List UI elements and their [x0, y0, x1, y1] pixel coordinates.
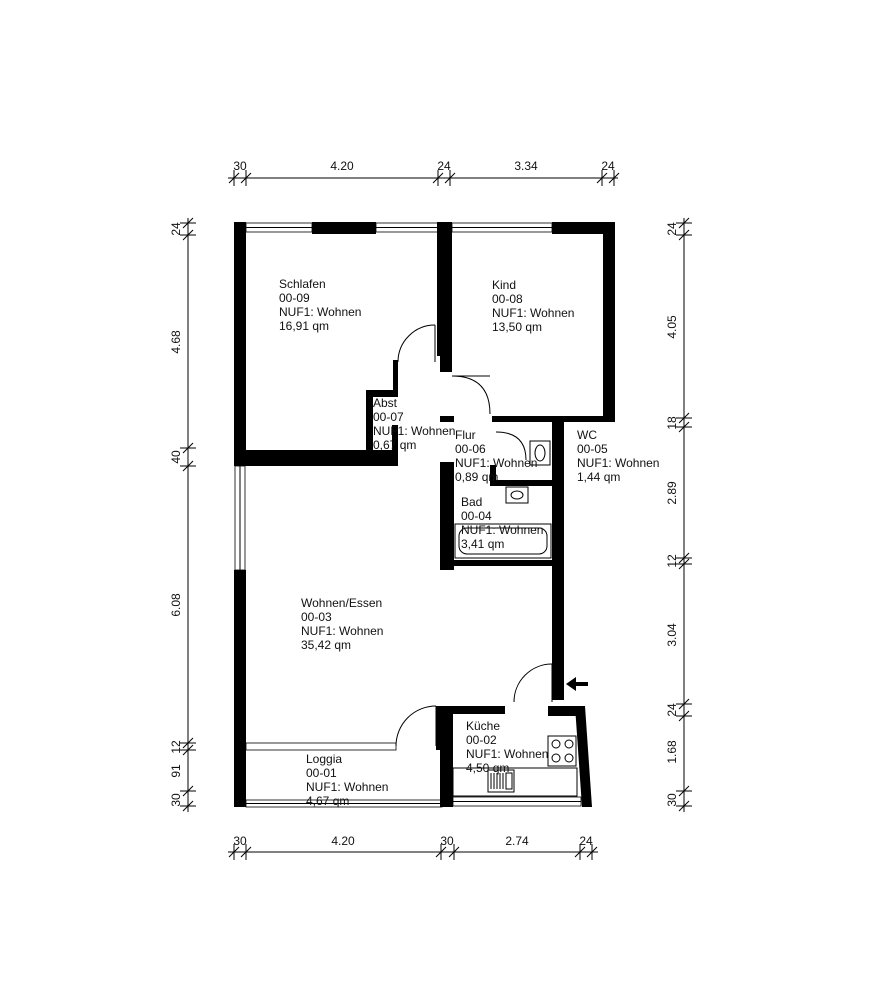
room-area: 0,67 qm [373, 438, 416, 452]
dim-left-6: 91 [169, 764, 183, 778]
room-name: Wohnen/Essen [301, 596, 382, 610]
dim-bottom-1: 30 [233, 834, 247, 848]
dim-top-3: 24 [437, 159, 451, 173]
room-number: 00-01 [306, 766, 337, 780]
room-number: 00-06 [455, 442, 486, 456]
room-label-abst: Abst 00-07 NUF1: Wohnen 0,67 qm [373, 396, 455, 452]
room-name: Schlafen [279, 277, 326, 291]
room-area: 16,91 qm [279, 319, 329, 333]
dim-left-5: 12 [169, 740, 183, 754]
room-number: 00-03 [301, 610, 332, 624]
room-name: Abst [373, 396, 398, 410]
dim-left-4: 6.08 [169, 593, 183, 617]
room-area: 3,41 qm [461, 537, 504, 551]
dim-right-3: 18 [665, 416, 679, 430]
room-use: NUF1: Wohnen [373, 424, 455, 438]
room-number: 00-04 [461, 509, 492, 523]
room-use: NUF1: Wohnen [466, 747, 548, 761]
room-number: 00-05 [577, 442, 608, 456]
dim-left-7: 30 [169, 793, 183, 807]
dim-right-4: 2.89 [665, 481, 679, 505]
room-label-schlafen: Schlafen 00-09 NUF1: Wohnen 16,91 qm [279, 277, 361, 333]
room-name: Küche [466, 719, 500, 733]
room-label-wohnen-essen: Wohnen/Essen 00-03 NUF1: Wohnen 35,42 qm [301, 596, 383, 652]
room-label-flur: Flur 00-06 NUF1: Wohnen 0,89 qm [455, 428, 537, 484]
room-name: Kind [492, 278, 516, 292]
room-use: NUF1: Wohnen [492, 306, 574, 320]
room-label-kueche: Küche 00-02 NUF1: Wohnen 4,50 qm [466, 719, 548, 775]
dim-left-2: 4.68 [169, 330, 183, 354]
dim-right-5: 12 [665, 554, 679, 568]
room-number: 00-07 [373, 410, 404, 424]
room-area: 0,89 qm [455, 470, 498, 484]
doors [395, 324, 588, 747]
room-name: WC [577, 428, 597, 442]
dim-bottom-3: 30 [440, 834, 454, 848]
room-use: NUF1: Wohnen [455, 456, 537, 470]
room-number: 00-02 [466, 733, 497, 747]
room-area: 4,50 qm [466, 761, 509, 775]
dim-top-1: 30 [233, 159, 247, 173]
room-label-loggia: Loggia 00-01 NUF1: Wohnen 4,67 qm [306, 752, 388, 808]
room-use: NUF1: Wohnen [301, 624, 383, 638]
dim-top-2: 4.20 [330, 159, 354, 173]
room-area: 13,50 qm [492, 320, 542, 334]
dim-left-3: 40 [169, 450, 183, 464]
room-number: 00-08 [492, 292, 523, 306]
dim-left-1: 24 [169, 222, 183, 236]
dim-right-6: 3.04 [665, 623, 679, 647]
room-label-bad: Bad 00-04 NUF1: Wohnen 3,41 qm [461, 495, 543, 551]
room-use: NUF1: Wohnen [279, 305, 361, 319]
dim-bottom-5: 24 [579, 834, 593, 848]
dim-right-8: 1.68 [665, 740, 679, 764]
room-use: NUF1: Wohnen [577, 456, 659, 470]
room-name: Loggia [306, 752, 342, 766]
room-area: 35,42 qm [301, 638, 351, 652]
dim-top-4: 3.34 [514, 159, 538, 173]
room-area: 1,44 qm [577, 470, 620, 484]
fixtures [452, 440, 578, 797]
room-name: Flur [455, 428, 476, 442]
room-use: NUF1: Wohnen [461, 523, 543, 537]
walls [234, 222, 615, 807]
dim-top-5: 24 [601, 159, 615, 173]
dim-right-1: 24 [665, 222, 679, 236]
dim-bottom-4: 2.74 [505, 834, 529, 848]
room-label-kind: Kind 00-08 NUF1: Wohnen 13,50 qm [492, 278, 574, 334]
dimension-chains [180, 170, 692, 860]
room-label-wc: WC 00-05 NUF1: Wohnen 1,44 qm [577, 428, 659, 484]
dim-right-7: 24 [665, 703, 679, 717]
entrance-arrow-icon [566, 677, 588, 691]
dim-right-2: 4.05 [665, 315, 679, 339]
dim-right-9: 30 [665, 793, 679, 807]
room-number: 00-09 [279, 291, 310, 305]
room-use: NUF1: Wohnen [306, 780, 388, 794]
room-name: Bad [461, 495, 482, 509]
dim-bottom-2: 4.20 [331, 834, 355, 848]
room-area: 4,67 qm [306, 794, 349, 808]
